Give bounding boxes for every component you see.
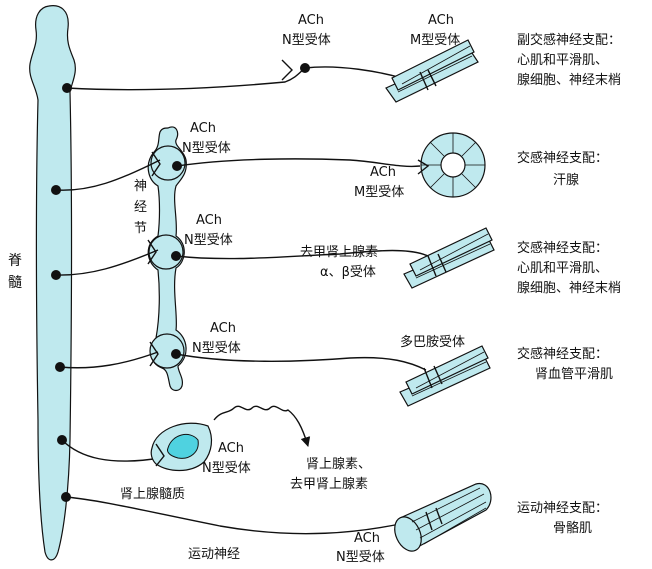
dopa-synapse [149, 341, 159, 367]
p3-post-receptor-type: α、β受体 [320, 265, 376, 280]
ganglion-label-2: 经 [134, 200, 147, 215]
smooth-muscle-4 [399, 345, 491, 407]
p4-post-receptor-type: 多巴胺受体 [400, 334, 465, 350]
smooth-muscle-1 [385, 39, 479, 103]
ganglion-3 [149, 333, 185, 369]
p1-pre-receptor-ach: ACh [298, 13, 324, 28]
ganglion-label-1: 神 [134, 179, 147, 194]
p1-target-line2: 心肌和平滑肌、 [517, 53, 608, 68]
sweat-preganglionic-fiber [55, 159, 161, 191]
motor-target-line2: 骨骼肌 [553, 520, 592, 536]
spinal-cord [29, 5, 76, 561]
p4-pre-receptor-type: N型受体 [192, 341, 241, 356]
ganglion-1 [150, 145, 186, 181]
adrenal-preganglionic-fiber [61, 439, 161, 462]
p1-pre-receptor-type: N型受体 [282, 33, 331, 48]
motor-receptor-type: N型受体 [336, 550, 385, 565]
ganglion-label-3: 节 [134, 221, 147, 236]
adrenal-receptor-ach: ACh [218, 441, 244, 456]
p4-target-line2: 肾血管平滑肌 [535, 367, 613, 382]
p1-post-receptor-ach: ACh [428, 13, 454, 28]
p2-target-line2: 汗腺 [553, 173, 579, 188]
p2-target-title: 交感神经支配： [517, 150, 608, 166]
adrenal-secretion-arrow [213, 405, 311, 447]
smooth-muscle-3 [403, 227, 495, 289]
p2-pre-receptor-type: N型受体 [182, 141, 231, 156]
sweat-gland [417, 132, 486, 198]
dopa-preganglionic-fiber [59, 351, 159, 369]
sweat-synapse [151, 151, 161, 177]
adrenal-secretion-line1: 肾上腺素、 [306, 457, 371, 472]
adrenal-medulla-label: 肾上腺髓质 [120, 487, 185, 502]
p2-pre-receptor-ach: ACh [190, 121, 216, 136]
motor-nerve-fiber [65, 496, 429, 535]
skeletal-muscle [394, 482, 492, 552]
motor-receptor-ach: ACh [354, 531, 380, 546]
na-postganglionic-fiber [175, 249, 429, 260]
p3-target-line2: 心肌和平滑肌、 [517, 261, 608, 276]
p3-target-title: 交感神经支配： [517, 240, 608, 256]
motor-nerve-label: 运动神经 [188, 547, 240, 562]
parasympathetic-synapse [281, 59, 293, 81]
p4-target-title: 交感神经支配： [517, 346, 608, 362]
adrenal-chromaffin-cell [167, 433, 199, 459]
p1-post-receptor-type: M型受体 [410, 33, 460, 48]
na-synapse [147, 239, 157, 265]
motor-target-title: 运动神经支配： [517, 501, 608, 516]
p3-target-line3: 腺细胞、神经末梢 [517, 281, 621, 296]
adrenal-secretion-line2: 去甲肾上腺素 [290, 477, 368, 492]
adrenal-receptor-type: N型受体 [202, 461, 251, 476]
p2-post-receptor-type: M型受体 [354, 185, 404, 200]
p3-pre-receptor-ach: ACh [196, 213, 222, 228]
na-preganglionic-fiber [55, 249, 159, 276]
p3-pre-receptor-type: N型受体 [184, 233, 233, 248]
p4-pre-receptor-ach: ACh [210, 321, 236, 336]
p1-target-line3: 腺细胞、神经末梢 [517, 73, 621, 88]
dopa-postganglionic-fiber [175, 353, 427, 371]
sweat-postganglionic-fiber [176, 158, 421, 168]
parasympathetic-preganglionic-fiber [66, 67, 306, 91]
p2-post-receptor-ach: ACh [370, 165, 396, 180]
p1-target-title: 副交感神经支配： [517, 32, 621, 48]
spinal-cord-label-1: 脊 [8, 253, 22, 269]
adrenal-synapse [155, 443, 165, 467]
p3-post-receptor-name: 去甲肾上腺素 [300, 245, 378, 260]
spinal-cord-label-2: 髓 [8, 275, 22, 291]
